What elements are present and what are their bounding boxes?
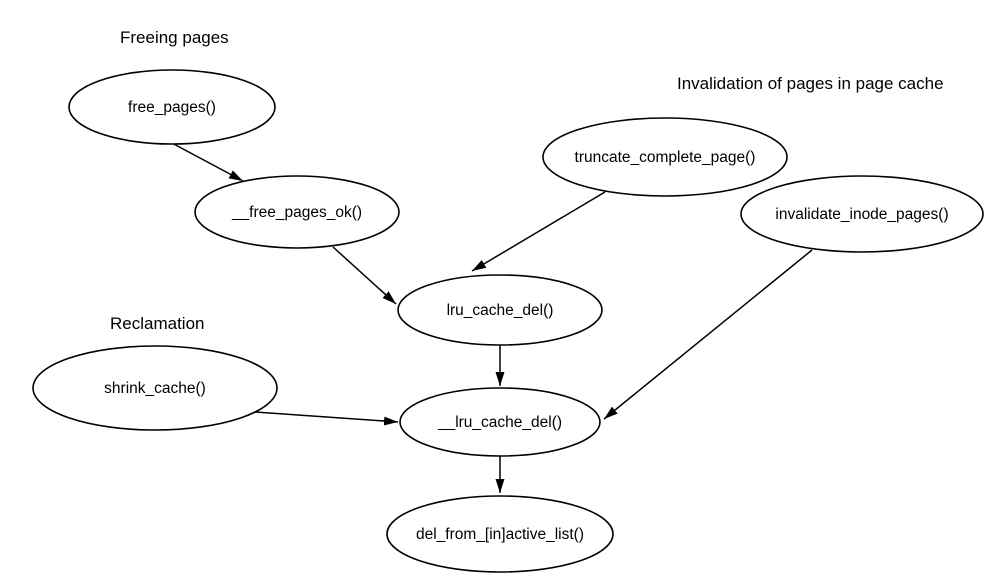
- node-lru-cache-del-internal-label: __lru_cache_del(): [437, 414, 562, 431]
- node-lru-cache-del-internal: __lru_cache_del(): [399, 387, 601, 457]
- edge-truncate-complete-page-to-lru-cache-del: [471, 191, 606, 272]
- node-shrink-cache-label: shrink_cache(): [104, 380, 206, 397]
- node-free-pages-label: free_pages(): [128, 99, 216, 116]
- edge-shrink-cache-to-lru-cache-del-internal: [254, 411, 399, 426]
- node-lru-cache-del-shape: [397, 274, 603, 346]
- node-truncate-complete-page: truncate_complete_page(): [542, 117, 788, 197]
- node-truncate-complete-page-label: truncate_complete_page(): [575, 149, 756, 166]
- section-label-reclamation: Reclamation: [110, 314, 205, 333]
- node-lru-cache-del: lru_cache_del(): [397, 274, 603, 346]
- node-invalidate-inode-pages-label: invalidate_inode_pages(): [775, 206, 948, 223]
- edge-free-pages-ok-to-lru-cache-del: [332, 246, 397, 305]
- node-del-from-inactive-list: del_from_[in]active_list(): [386, 495, 614, 573]
- node-free-pages-ok-shape: [194, 175, 400, 249]
- edge-invalidate-inode-pages-to-lru-cache-del-internal: [603, 249, 813, 420]
- node-invalidate-inode-pages: invalidate_inode_pages(): [740, 175, 984, 253]
- node-free-pages-ok-label: __free_pages_ok(): [231, 204, 362, 221]
- edge-free-pages-to-free-pages-ok: [169, 141, 244, 182]
- node-lru-cache-del-label: lru_cache_del(): [447, 302, 554, 319]
- node-shrink-cache: shrink_cache(): [32, 345, 278, 431]
- node-shrink-cache-shape: [32, 345, 278, 431]
- node-del-from-inactive-list-label: del_from_[in]active_list(): [416, 526, 584, 543]
- section-label-invalidation: Invalidation of pages in page cache: [677, 74, 944, 93]
- section-label-freeing-pages: Freeing pages: [120, 28, 229, 47]
- node-free-pages: free_pages(): [68, 69, 276, 145]
- node-free-pages-ok: __free_pages_ok(): [194, 175, 400, 249]
- node-invalidate-inode-pages-shape: [740, 175, 984, 253]
- node-truncate-complete-page-shape: [542, 117, 788, 197]
- node-del-from-inactive-list-shape: [386, 495, 614, 573]
- node-lru-cache-del-internal-shape: [399, 387, 601, 457]
- node-free-pages-shape: [68, 69, 276, 145]
